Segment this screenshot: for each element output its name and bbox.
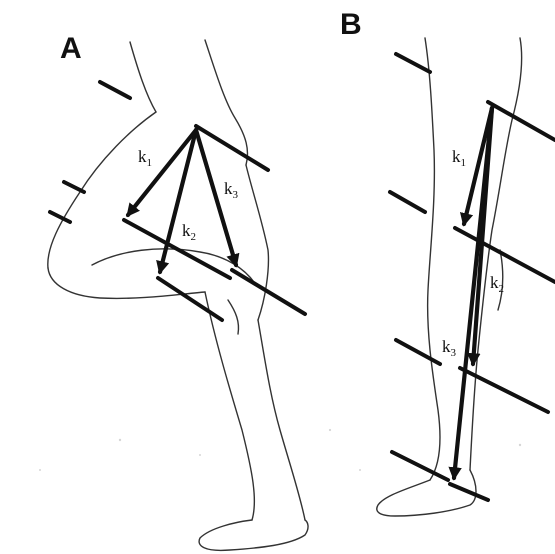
panel-b-plane-ankle bbox=[450, 484, 488, 500]
panel-a-label-k2: k2 bbox=[182, 221, 196, 243]
panel-b-plane-hip bbox=[488, 102, 555, 140]
panel-b-plane-thigh bbox=[455, 228, 555, 282]
panel-b-label: B bbox=[340, 8, 362, 41]
panel-b-tick-top bbox=[396, 54, 430, 72]
scan-noise bbox=[39, 429, 521, 471]
panel-a-tick-mid bbox=[64, 182, 84, 192]
panel-a-leg-outline bbox=[48, 40, 308, 550]
panel-b-label-k2: k2 bbox=[490, 273, 504, 295]
panel-a-label: A bbox=[60, 32, 82, 65]
panel-a-label-k1: k1 bbox=[138, 147, 152, 169]
panel-a-plane-calf bbox=[158, 278, 222, 320]
panel-b-label-k3: k3 bbox=[442, 337, 457, 359]
panel-a-plane-knee bbox=[124, 220, 230, 278]
panel-b-tick-low bbox=[392, 452, 448, 480]
panel-b-tick-mid bbox=[396, 340, 440, 364]
panel-a-label-k3: k3 bbox=[224, 179, 239, 201]
panel-a-plane-shin bbox=[232, 270, 305, 314]
panel-b-tick-upper bbox=[390, 192, 425, 212]
panel-a-tick-top bbox=[100, 82, 130, 98]
panel-a: A bbox=[48, 32, 308, 550]
panel-b: B k1 k2 k3 bbox=[340, 8, 555, 516]
panel-b-label-k1: k1 bbox=[452, 147, 466, 169]
